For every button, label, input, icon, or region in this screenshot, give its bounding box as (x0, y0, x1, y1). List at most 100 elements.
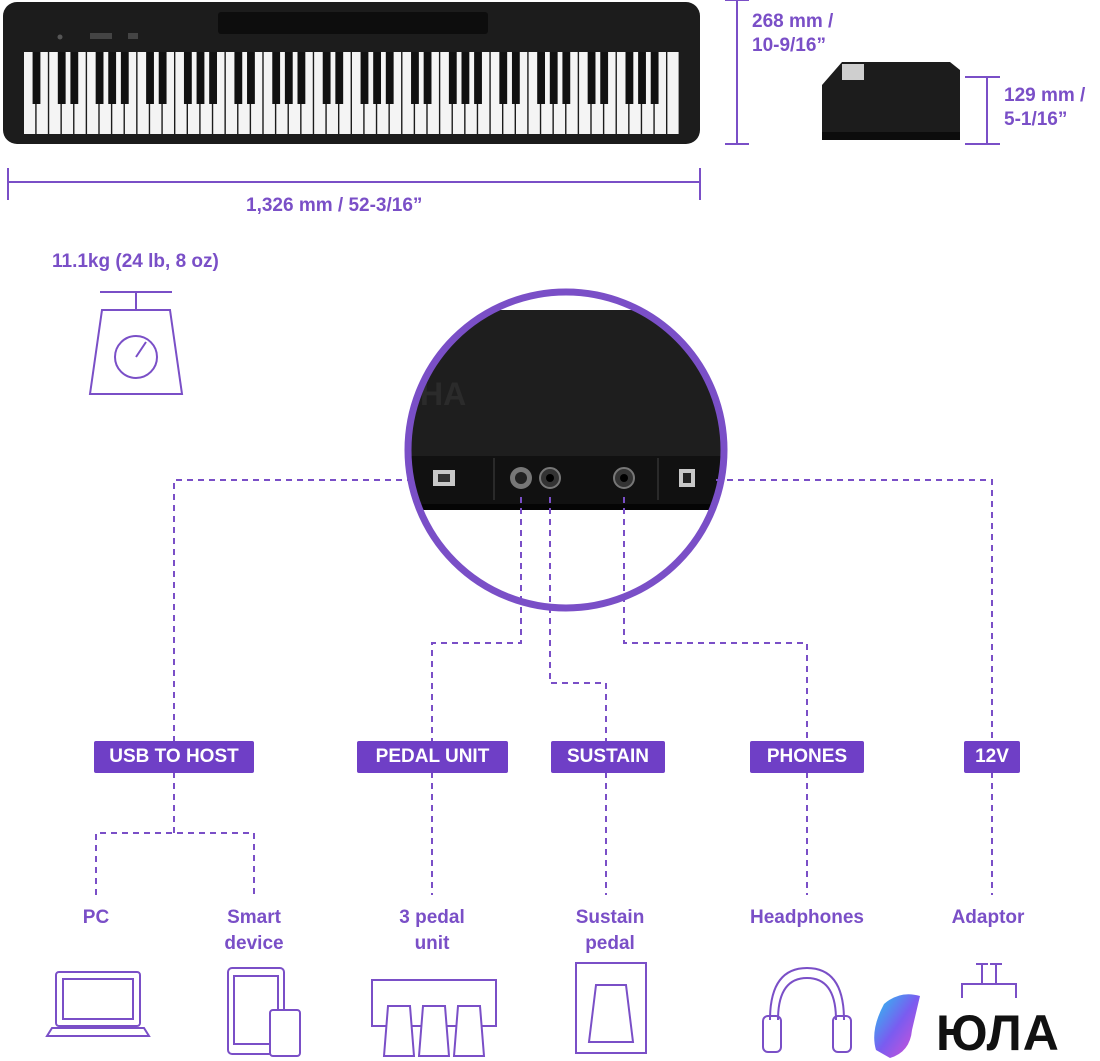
white-key (276, 52, 288, 134)
white-key (377, 52, 389, 134)
white-key (465, 52, 477, 134)
connection-lines (95, 479, 993, 895)
white-key (616, 52, 629, 134)
piano-side-view (822, 62, 960, 140)
white-key (352, 52, 364, 134)
depth-value-mm: 129 mm / (1004, 85, 1086, 106)
white-key (225, 52, 238, 134)
black-key (70, 52, 79, 104)
black-key (499, 52, 508, 104)
device-label-3-pedal-unit: 3 pedal unit (399, 907, 465, 954)
black-key (638, 52, 646, 104)
white-key (112, 52, 124, 134)
black-key (272, 52, 281, 104)
white-key (452, 52, 465, 134)
white-key (427, 52, 439, 134)
white-key (263, 52, 275, 134)
white-key (326, 52, 338, 134)
white-key (24, 52, 36, 134)
black-key (247, 52, 255, 104)
white-key (503, 52, 515, 134)
brand-logo-icon (874, 994, 920, 1058)
dc-line-top (716, 479, 993, 742)
black-key (625, 52, 634, 104)
white-key (516, 52, 528, 134)
power-adaptor-icon (961, 963, 1017, 998)
headphones-icon (762, 966, 852, 1053)
black-key (650, 52, 659, 104)
sustain-pedal-icon (575, 962, 647, 1054)
white-key (591, 52, 603, 134)
white-key (490, 52, 502, 134)
black-key (373, 52, 382, 104)
usb-line-top (173, 479, 413, 742)
black-key (587, 52, 596, 104)
white-key (288, 52, 301, 134)
white-key (74, 52, 86, 134)
white-key (49, 52, 61, 134)
white-key (528, 52, 540, 134)
white-key (579, 52, 591, 134)
white-key (654, 52, 666, 134)
black-key (335, 52, 344, 104)
white-key (402, 52, 414, 134)
white-key (415, 52, 427, 134)
white-key (339, 52, 351, 134)
black-key (360, 52, 369, 104)
phones-line-top (623, 497, 808, 742)
black-key (423, 52, 432, 104)
depth-value-in: 5-1/16” (1004, 109, 1068, 130)
black-key (600, 52, 609, 104)
keyboard-keys (24, 52, 679, 134)
black-key (511, 52, 520, 104)
white-key (642, 52, 654, 134)
white-key (124, 52, 137, 134)
badge-phones: PHONES (750, 741, 864, 773)
black-key (461, 52, 470, 104)
white-key (566, 52, 578, 134)
white-key (36, 52, 48, 134)
black-key (146, 52, 154, 104)
black-key (537, 52, 546, 104)
black-key (411, 52, 419, 104)
white-key (150, 52, 162, 134)
white-key (301, 52, 313, 134)
tablet-phone-icon (227, 967, 301, 1057)
panel-buttons (90, 33, 112, 39)
pedal-line-top (431, 497, 522, 742)
sustain-line-top (549, 497, 607, 742)
black-key (120, 52, 129, 104)
black-key (284, 52, 293, 104)
badge-sustain: SUSTAIN (551, 741, 665, 773)
white-key (251, 52, 263, 134)
black-key (32, 52, 41, 104)
black-key (196, 52, 205, 104)
white-key (137, 52, 149, 134)
white-key (389, 52, 402, 134)
black-key (297, 52, 306, 104)
black-key (385, 52, 394, 104)
height-value-mm: 268 mm / (752, 11, 834, 32)
badge-usb-to-host: USB TO HOST (94, 741, 254, 773)
white-key (99, 52, 111, 134)
device-label-adaptor: Adaptor (951, 907, 1025, 928)
device-label-headphones: Headphones (749, 907, 865, 928)
white-key (200, 52, 212, 134)
white-key (541, 52, 553, 134)
white-key (314, 52, 326, 134)
white-key (440, 52, 452, 134)
device-label-pc: PC (82, 907, 110, 928)
white-key (188, 52, 200, 134)
black-key (562, 52, 571, 104)
height-label: 268 mm / 10-9/16” (752, 10, 833, 58)
badge-12v: 12V (964, 741, 1020, 773)
black-key (158, 52, 167, 104)
usb-branch-line (95, 832, 255, 895)
white-key (604, 52, 616, 134)
black-key (95, 52, 104, 104)
white-key (364, 52, 376, 134)
black-key (448, 52, 457, 104)
device-label-sustain-pedal: Sustain pedal (575, 907, 645, 954)
brand-name: ЮЛА (936, 1005, 1060, 1061)
